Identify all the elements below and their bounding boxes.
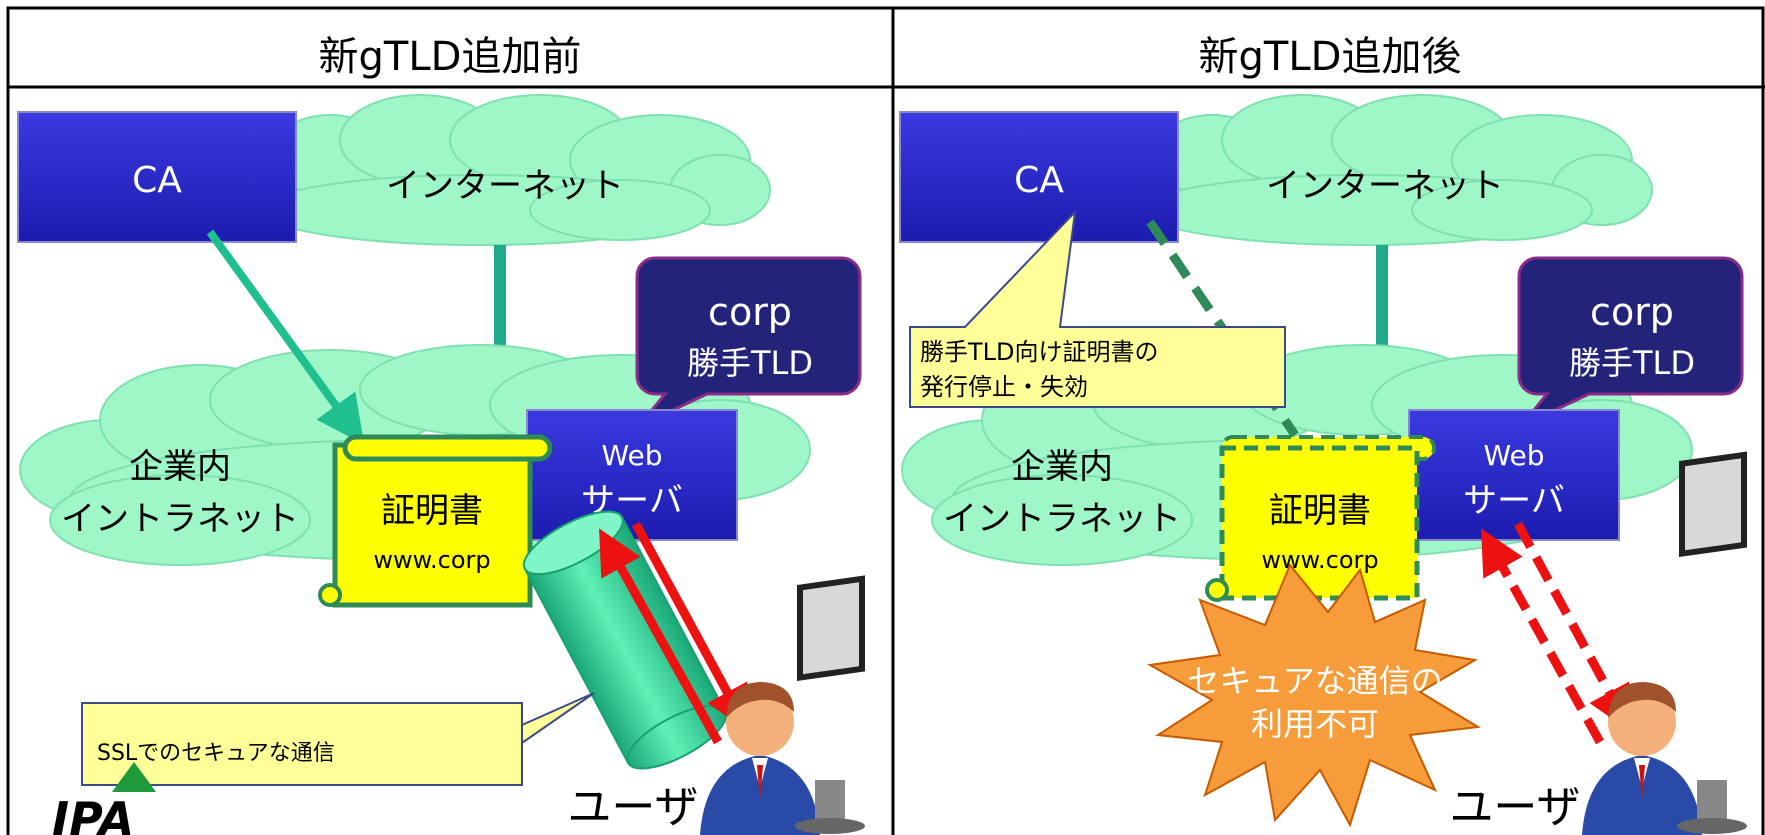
left-ssl-callout: [81, 692, 595, 786]
left-intranet-label-2: イントラネット: [61, 499, 299, 539]
left-intranet-label-1: 企業内: [129, 447, 231, 487]
right-intranet-label-2: イントラネット: [943, 499, 1181, 539]
left-corp-label: corp: [708, 290, 792, 334]
right-ca-callout-line1: 勝手TLD向け証明書の: [920, 338, 1159, 366]
left-user-label: ユーザ: [567, 782, 698, 833]
right-internet-cloud: [1141, 94, 1653, 246]
right-certificate-revoked: [1205, 435, 1436, 602]
right-ca-callout-line2: 発行停止・失効: [920, 373, 1088, 401]
left-user-icon: [700, 575, 865, 835]
left-web-label: Web: [601, 439, 662, 472]
left-cert-domain: www.corp: [373, 546, 490, 574]
right-corp-label: corp: [1590, 290, 1674, 334]
right-intranet-label-1: 企業内: [1011, 447, 1113, 487]
left-internet-label: インターネット: [386, 166, 624, 206]
right-warning-line2: 利用不可: [1251, 705, 1379, 743]
left-ca-box: [17, 111, 297, 243]
right-panel-title: 新gTLD追加後: [1199, 34, 1462, 80]
right-cert-title: 証明書: [1269, 491, 1371, 531]
right-web-server: [1408, 409, 1620, 541]
left-certificate: [318, 434, 553, 608]
right-web-label: Web: [1483, 439, 1544, 472]
right-panel: 新gTLD追加後 インターネット 企業内 イントラネット C: [891, 6, 1765, 835]
right-user-icon: [1582, 451, 1747, 835]
left-internet-cloud: [259, 94, 771, 246]
left-issue-arrow: [206, 229, 365, 445]
right-ca-box: [899, 111, 1179, 243]
left-corp-tld-label: 勝手TLD: [687, 344, 813, 382]
right-cert-domain: www.corp: [1261, 546, 1378, 574]
right-ca-label: CA: [1014, 160, 1064, 201]
right-user-label: ユーザ: [1449, 782, 1580, 833]
left-panel-title: 新gTLD追加前: [319, 34, 582, 80]
left-panel: 新gTLD追加前 インターネット 企業内 イントラネット: [6, 6, 895, 835]
left-ca-label: CA: [132, 160, 182, 201]
right-warning-starburst: [1146, 563, 1482, 828]
ipa-logo: IPA: [52, 762, 156, 835]
left-response-arrow: [632, 521, 749, 732]
right-corp-tld-label: 勝手TLD: [1569, 344, 1695, 382]
left-request-arrow: [599, 528, 722, 745]
left-ssl-callout-label: SSLでのセキュアな通信: [97, 741, 335, 766]
left-cert-title: 証明書: [381, 491, 483, 531]
right-warning-line1: セキュアな通信の: [1187, 662, 1442, 700]
right-ca-callout: [909, 209, 1286, 408]
left-web-server: [526, 409, 738, 541]
ipa-logo-text: IPA: [52, 792, 134, 835]
right-server-label: サーバ: [1463, 481, 1565, 521]
right-internet-label: インターネット: [1266, 166, 1504, 206]
